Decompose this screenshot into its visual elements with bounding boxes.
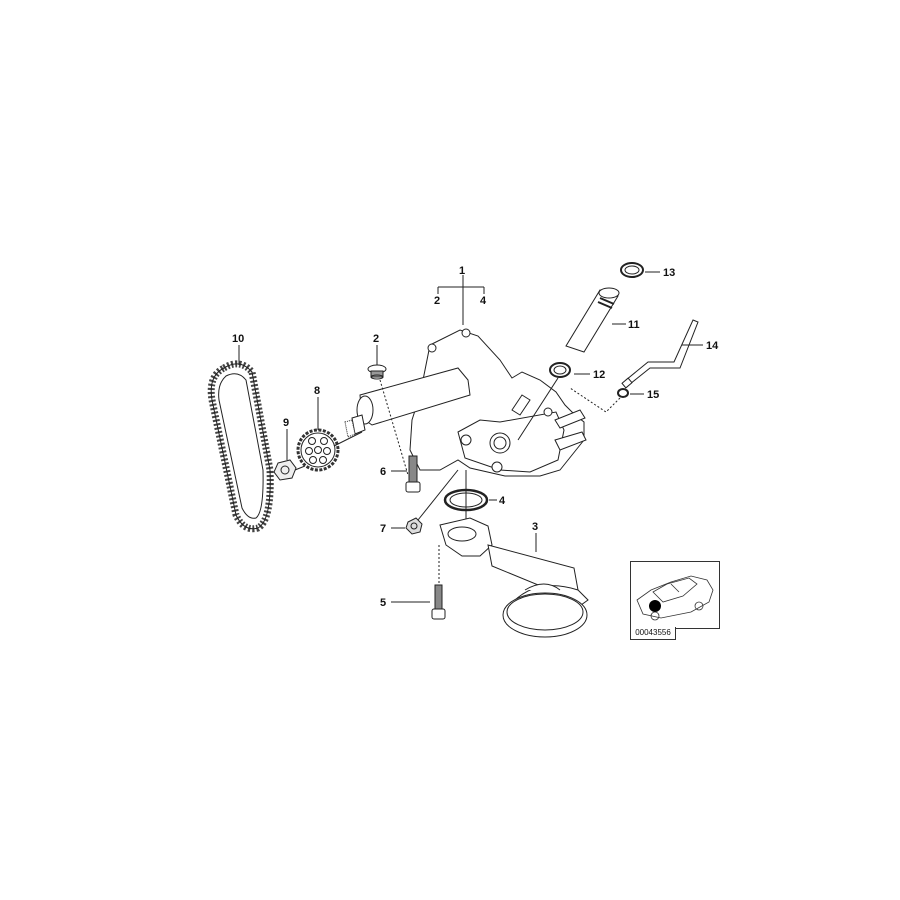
callout-15: 15 (647, 389, 659, 401)
sprocket-part[interactable] (296, 428, 340, 472)
timing-chain-part[interactable] (207, 360, 274, 533)
line-14-part[interactable] (621, 319, 699, 389)
bolt-6-part[interactable] (405, 455, 421, 493)
callout-3: 3 (532, 521, 538, 533)
oil-pump-housing[interactable] (344, 328, 587, 477)
vehicle-reference-thumbnail (630, 561, 720, 629)
o-ring-13-part[interactable] (620, 262, 644, 278)
callout-4-sub: 4 (480, 295, 487, 307)
callout-10: 10 (232, 333, 244, 345)
nut-7-part[interactable] (405, 517, 423, 535)
callout-1: 1 (459, 265, 465, 277)
nut-9-part[interactable] (273, 459, 297, 481)
plug-screw-part[interactable] (367, 364, 387, 380)
car-outline-icon (636, 575, 714, 621)
bolt-5-part[interactable] (431, 584, 446, 620)
callout-4: 4 (499, 495, 506, 507)
callout-labels: 1 2 4 2 3 4 5 6 7 8 9 10 11 12 13 14 15 (232, 265, 719, 609)
callout-9: 9 (283, 417, 289, 429)
callout-2-sub: 2 (434, 295, 440, 307)
callout-13: 13 (663, 267, 675, 279)
location-marker-icon (649, 600, 661, 612)
callout-8: 8 (314, 385, 320, 397)
o-ring-12-part[interactable] (549, 362, 571, 378)
seal-ring-15-part[interactable] (617, 388, 629, 398)
callout-5: 5 (380, 597, 386, 609)
callout-6: 6 (380, 466, 386, 478)
reference-image-id: 00043556 (630, 627, 676, 640)
callout-14: 14 (706, 340, 719, 352)
callout-2: 2 (373, 333, 379, 345)
pipe-11-part[interactable] (565, 287, 620, 353)
oil-pickup-tube-part[interactable] (439, 517, 589, 638)
callout-12: 12 (593, 369, 605, 381)
callout-7: 7 (380, 523, 386, 535)
callout-11: 11 (628, 319, 640, 331)
